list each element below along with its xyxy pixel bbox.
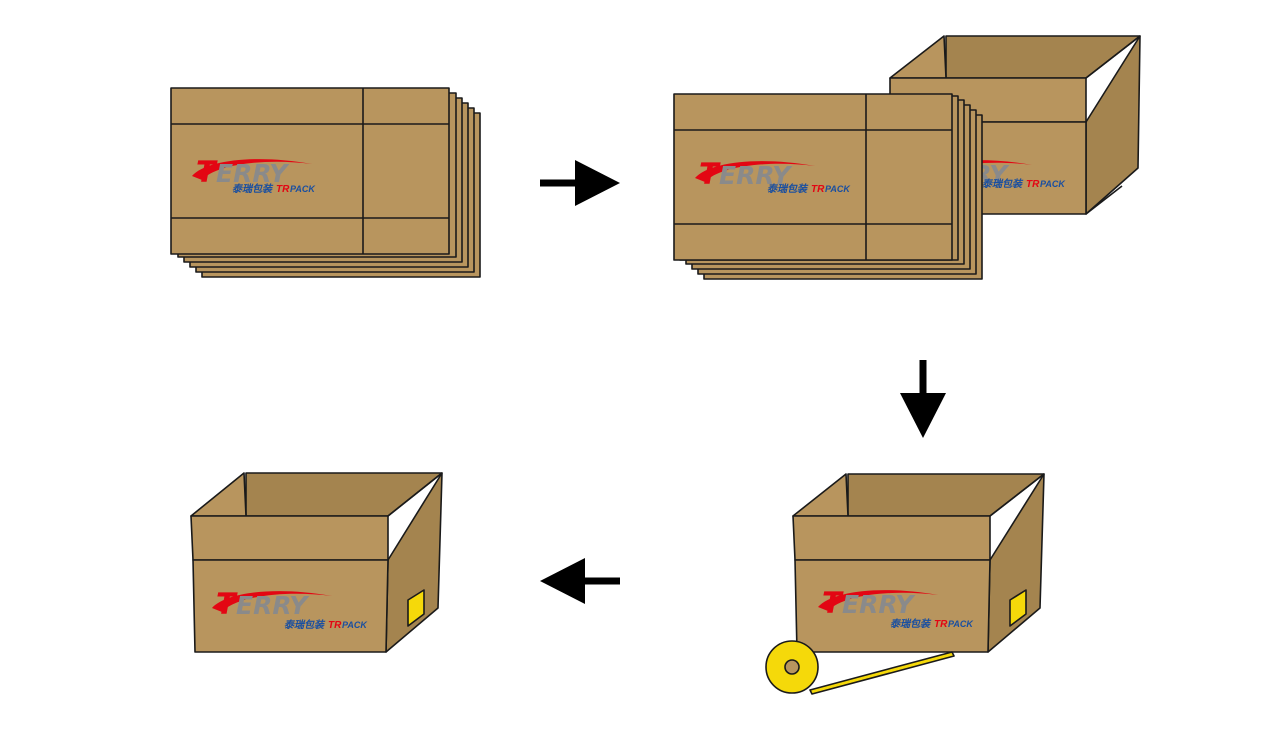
logo-tr: TR <box>811 184 825 195</box>
flat-carton-logo: T ERRY 泰瑞包装 TR PACK <box>192 155 316 195</box>
logo-pack: PACK <box>948 619 974 629</box>
step-finished: T ERRY 泰瑞包装 TR PACK <box>190 472 443 653</box>
logo-tr: TR <box>934 619 948 630</box>
logo-tr: TR <box>328 620 342 631</box>
logo-tr: TR <box>1026 179 1040 190</box>
logo-name: ERRY <box>216 159 290 188</box>
logo-tr: TR <box>276 184 290 195</box>
arrow-left <box>540 558 620 604</box>
logo-chinese: 泰瑞包装 <box>982 178 1024 190</box>
arrow-down <box>900 360 946 438</box>
taping-carton-logo: T ERRY 泰瑞包装 TR PACK <box>818 586 974 630</box>
logo-swoosh <box>212 591 332 612</box>
logo-swoosh <box>818 590 938 611</box>
logo-initial: T <box>196 155 218 189</box>
logo-name: ERRY <box>842 590 916 619</box>
logo-chinese: 泰瑞包装 <box>232 183 274 195</box>
logo-initial: T <box>822 586 844 620</box>
forming-carton-logo: T ERRY 泰瑞包装 TR PACK <box>695 157 851 195</box>
logo-chinese: 泰瑞包装 <box>890 618 932 630</box>
logo-chinese: 泰瑞包装 <box>767 183 809 195</box>
step-flat-stack: T ERRY 泰瑞包装 TR PACK <box>170 87 481 278</box>
side-tape <box>1009 589 1027 627</box>
logo-pack: PACK <box>825 184 851 194</box>
arrow-right <box>540 160 620 206</box>
tape-roll <box>765 640 955 695</box>
side-tape <box>407 589 425 627</box>
logo-pack: PACK <box>290 184 316 194</box>
step-taping: T ERRY 泰瑞包装 TR PACK <box>765 473 1045 695</box>
logo-chinese: 泰瑞包装 <box>284 619 326 631</box>
logo-pack: PACK <box>1040 179 1066 189</box>
logo-swoosh <box>695 161 815 182</box>
step-forming: T ERRY 泰瑞包装 TR PACK T ERRY 泰瑞包装 <box>673 35 1141 280</box>
finished-carton-logo: T ERRY 泰瑞包装 TR PACK <box>212 587 368 631</box>
logo-initial: T <box>699 157 721 191</box>
logo-pack: PACK <box>342 620 368 630</box>
logo-swoosh <box>192 159 312 180</box>
logo-name: ERRY <box>236 591 310 620</box>
forming-carton-front <box>673 93 953 261</box>
logo-name: ERRY <box>719 161 793 190</box>
logo-initial: T <box>216 587 238 621</box>
flat-carton-front <box>170 87 450 255</box>
